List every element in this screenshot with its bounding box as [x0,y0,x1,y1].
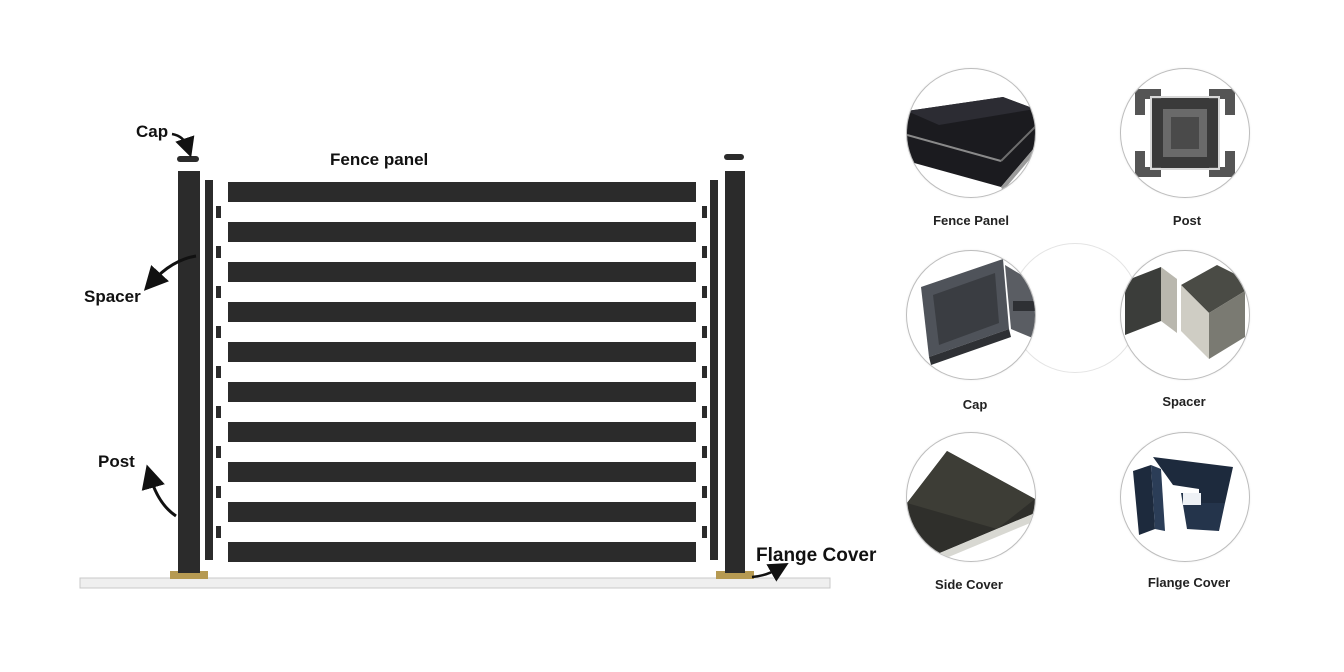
fence-slat [228,182,696,202]
spacer-label: Spacer [84,287,141,306]
post-caption: Post [1172,213,1202,228]
right-cap [724,154,744,160]
fence-slat [228,342,696,362]
fence-slat [228,382,696,402]
fence-slat [228,542,696,562]
spacer-piece [216,246,221,258]
spacer-piece [702,206,707,218]
flange-cover-photo-icon [1120,432,1250,562]
fence-panel-label: Fence panel [330,150,429,169]
post-label: Post [98,452,135,471]
spacer-piece [216,366,221,378]
spacer-piece [702,366,707,378]
spacer-piece [702,286,707,298]
fence-slat [228,302,696,322]
right-side-cover [710,180,718,560]
left-flange-cover [170,571,208,579]
spacer-piece [216,326,221,338]
post-photo-icon [1120,68,1250,198]
fence-panel-caption: Fence Panel [933,213,1009,228]
fence-slat [228,462,696,482]
spacer-caption: Spacer [1162,394,1206,409]
spacer-piece [702,486,707,498]
spacer-piece [216,486,221,498]
spacer-piece [216,206,221,218]
fence-slat [228,502,696,522]
spacer-piece [216,406,221,418]
spacer-piece [702,446,707,458]
post-arrow [141,464,177,518]
right-flange-cover [716,571,754,579]
spacer-piece [216,446,221,458]
left-post [178,171,200,573]
cap-arrow [171,132,195,158]
fence-slat [228,222,696,242]
spacer-piece [216,526,221,538]
spacer-piece [216,286,221,298]
spacer-arrow [143,254,197,291]
flange-cover-label: Flange Cover [756,545,877,566]
fence-panel-photo-icon [906,68,1036,198]
ground-slab [79,577,831,589]
left-cap [177,156,199,162]
fence-spacers [216,206,707,538]
right-post [725,171,745,573]
spacer-piece [702,246,707,258]
left-side-cover [205,180,213,560]
flange-cover-caption: Flange Cover [1147,575,1231,590]
side-cover-photo-icon [906,432,1036,562]
fence-diagram [79,132,831,589]
spacer-piece [702,406,707,418]
flange-cover-arrow [751,563,789,582]
side-cover-caption: Side Cover [935,577,1003,592]
spacer-piece [702,326,707,338]
fence-panel-slats [228,182,696,562]
cap-photo-icon [906,250,1036,380]
spacer-piece [702,526,707,538]
fence-slat [228,422,696,442]
spacer-photo-icon [1120,250,1250,380]
fence-slat [228,262,696,282]
cap-label: Cap [136,122,169,141]
cap-caption: Cap [962,397,988,412]
